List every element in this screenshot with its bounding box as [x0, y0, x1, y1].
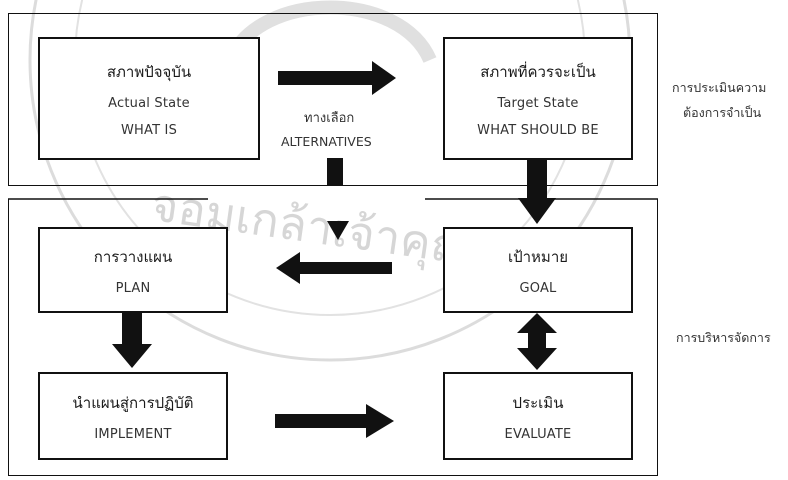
- arrow-implement-to-evaluate: [275, 404, 394, 438]
- what-is-label: WHAT IS: [120, 122, 178, 138]
- needs-assessment-label-2: ต้องการจำเป็น: [683, 105, 762, 120]
- arrow-plan-to-implement: [112, 313, 152, 368]
- evaluate-thai: ประเมิน: [512, 393, 564, 412]
- arrow-goal-to-plan: [276, 252, 392, 284]
- alternatives-arrowhead: [327, 221, 349, 240]
- evaluate-eng: EVALUATE: [504, 426, 572, 442]
- what-should-be-label: WHAT SHOULD BE: [477, 122, 599, 138]
- alternatives-connector: [327, 158, 343, 186]
- implement-box: นำแผนสู่การปฏิบัติ IMPLEMENT: [38, 372, 228, 460]
- alternatives-eng: ALTERNATIVES: [281, 134, 372, 149]
- implement-thai: นำแผนสู่การปฏิบัติ: [72, 393, 194, 412]
- plan-eng: PLAN: [115, 280, 151, 296]
- plan-thai: การวางแผน: [93, 247, 173, 266]
- target-state-eng: Target State: [497, 95, 579, 111]
- actual-state-thai: สภาพปัจจุบัน: [106, 62, 192, 81]
- management-frame: [8, 199, 658, 476]
- arrow-goal-evaluate: [517, 313, 557, 370]
- actual-state-eng: Actual State: [108, 95, 190, 111]
- implement-eng: IMPLEMENT: [94, 426, 172, 442]
- management-label: การบริหารจัดการ: [676, 330, 771, 345]
- target-state-box: สภาพที่ควรจะเป็น Target State WHAT SHOUL…: [443, 37, 633, 160]
- goal-box: เป้าหมาย GOAL: [443, 227, 633, 313]
- goal-thai: เป้าหมาย: [507, 247, 569, 266]
- target-state-thai: สภาพที่ควรจะเป็น: [480, 62, 596, 81]
- needs-assessment-label-1: การประเมินความ: [672, 80, 767, 95]
- alternatives-thai: ทางเลือก: [304, 111, 355, 126]
- arrow-target-to-goal: [518, 160, 556, 224]
- plan-box: การวางแผน PLAN: [38, 227, 228, 313]
- actual-state-box: สภาพปัจจุบัน Actual State WHAT IS: [38, 37, 260, 160]
- arrow-actual-to-target: [278, 61, 396, 95]
- goal-eng: GOAL: [519, 280, 557, 296]
- evaluate-box: ประเมิน EVALUATE: [443, 372, 633, 460]
